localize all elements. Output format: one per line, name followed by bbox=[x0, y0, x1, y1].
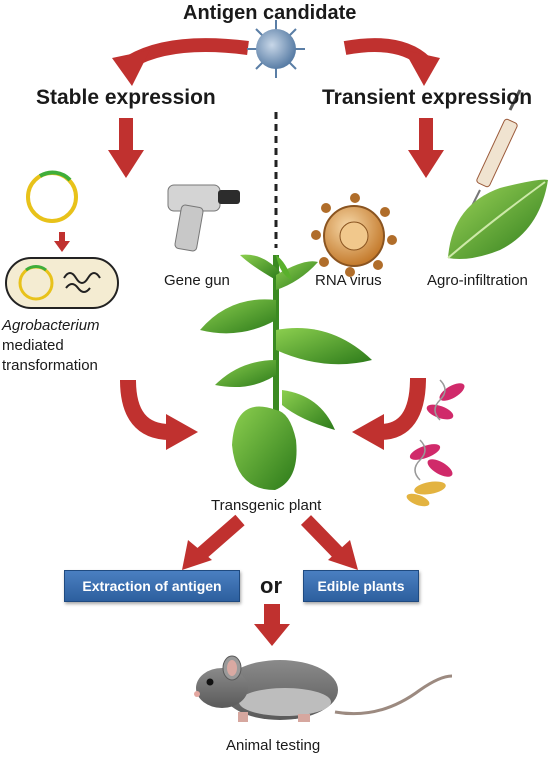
small-arrow-down bbox=[54, 232, 70, 252]
box-edible-plants: Edible plants bbox=[303, 570, 419, 602]
gene-gun-icon bbox=[167, 184, 240, 252]
title-antigen-candidate: Antigen candidate bbox=[183, 2, 357, 24]
label-agrobacterium: Agrobacterium bbox=[2, 317, 100, 334]
arrow-down-to-animal bbox=[254, 604, 290, 646]
label-animal-testing: Animal testing bbox=[226, 737, 321, 754]
label-or: or bbox=[260, 573, 282, 598]
protein-structure-icon bbox=[406, 379, 465, 507]
plasmid-icon bbox=[26, 170, 78, 223]
box-extraction-of-antigen: Extraction of antigen bbox=[64, 570, 240, 602]
label-transgenic-plant: Transgenic plant bbox=[211, 497, 322, 514]
curved-arrow-into-plant-right bbox=[352, 377, 426, 450]
leaf-icon bbox=[447, 179, 548, 259]
label-rna-virus: RNA virus bbox=[315, 272, 382, 289]
antigen-virus-icon bbox=[247, 20, 305, 78]
curved-arrow-right bbox=[343, 38, 440, 86]
label-transformation: transformation bbox=[2, 357, 98, 374]
mouse-icon bbox=[194, 655, 453, 722]
arrow-down-transient bbox=[408, 118, 444, 178]
curved-arrow-left bbox=[112, 38, 249, 86]
label-agro-infiltration: Agro-infiltration bbox=[427, 272, 528, 289]
label-gene-gun: Gene gun bbox=[164, 272, 230, 289]
label-mediated: mediated bbox=[2, 337, 64, 354]
curved-arrow-into-plant-left bbox=[120, 379, 198, 450]
transgenic-plant-image bbox=[200, 254, 372, 490]
arrow-to-extraction bbox=[182, 514, 245, 570]
heading-transient-expression: Transient expression bbox=[322, 86, 533, 109]
arrow-down-stable bbox=[108, 118, 144, 178]
heading-stable-expression: Stable expression bbox=[36, 86, 216, 109]
rna-virus-icon bbox=[311, 193, 397, 277]
agrobacterium-cell-icon bbox=[5, 257, 119, 309]
arrow-to-edible bbox=[300, 515, 358, 570]
